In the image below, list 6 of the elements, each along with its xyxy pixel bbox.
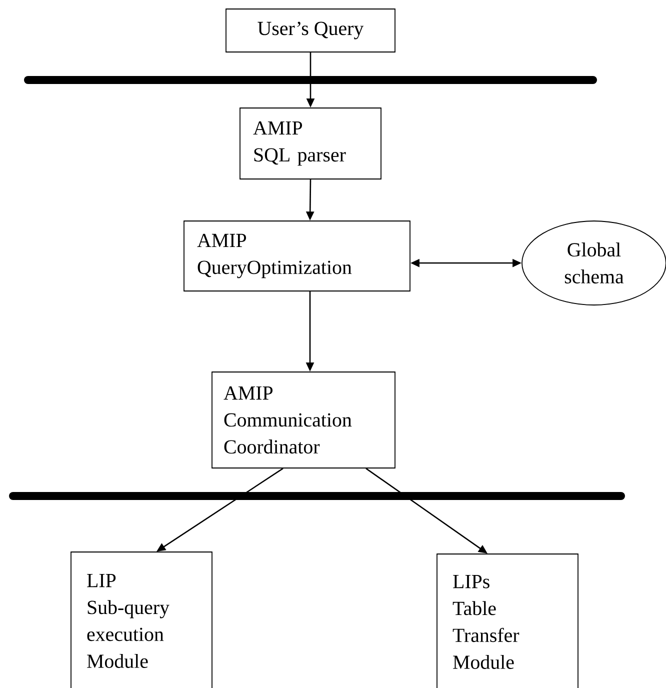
process-box: AMIP Communication Coordinator (212, 372, 396, 468)
process-box: LIPs Table Transfer Module (436, 554, 578, 688)
process-box: AMIP QueryOptimization (184, 220, 410, 292)
process-box: AMIP SQL parser (240, 108, 382, 180)
process-box: LIP Sub-query execution Module (70, 552, 212, 688)
process-box: User’s Query (226, 8, 396, 52)
